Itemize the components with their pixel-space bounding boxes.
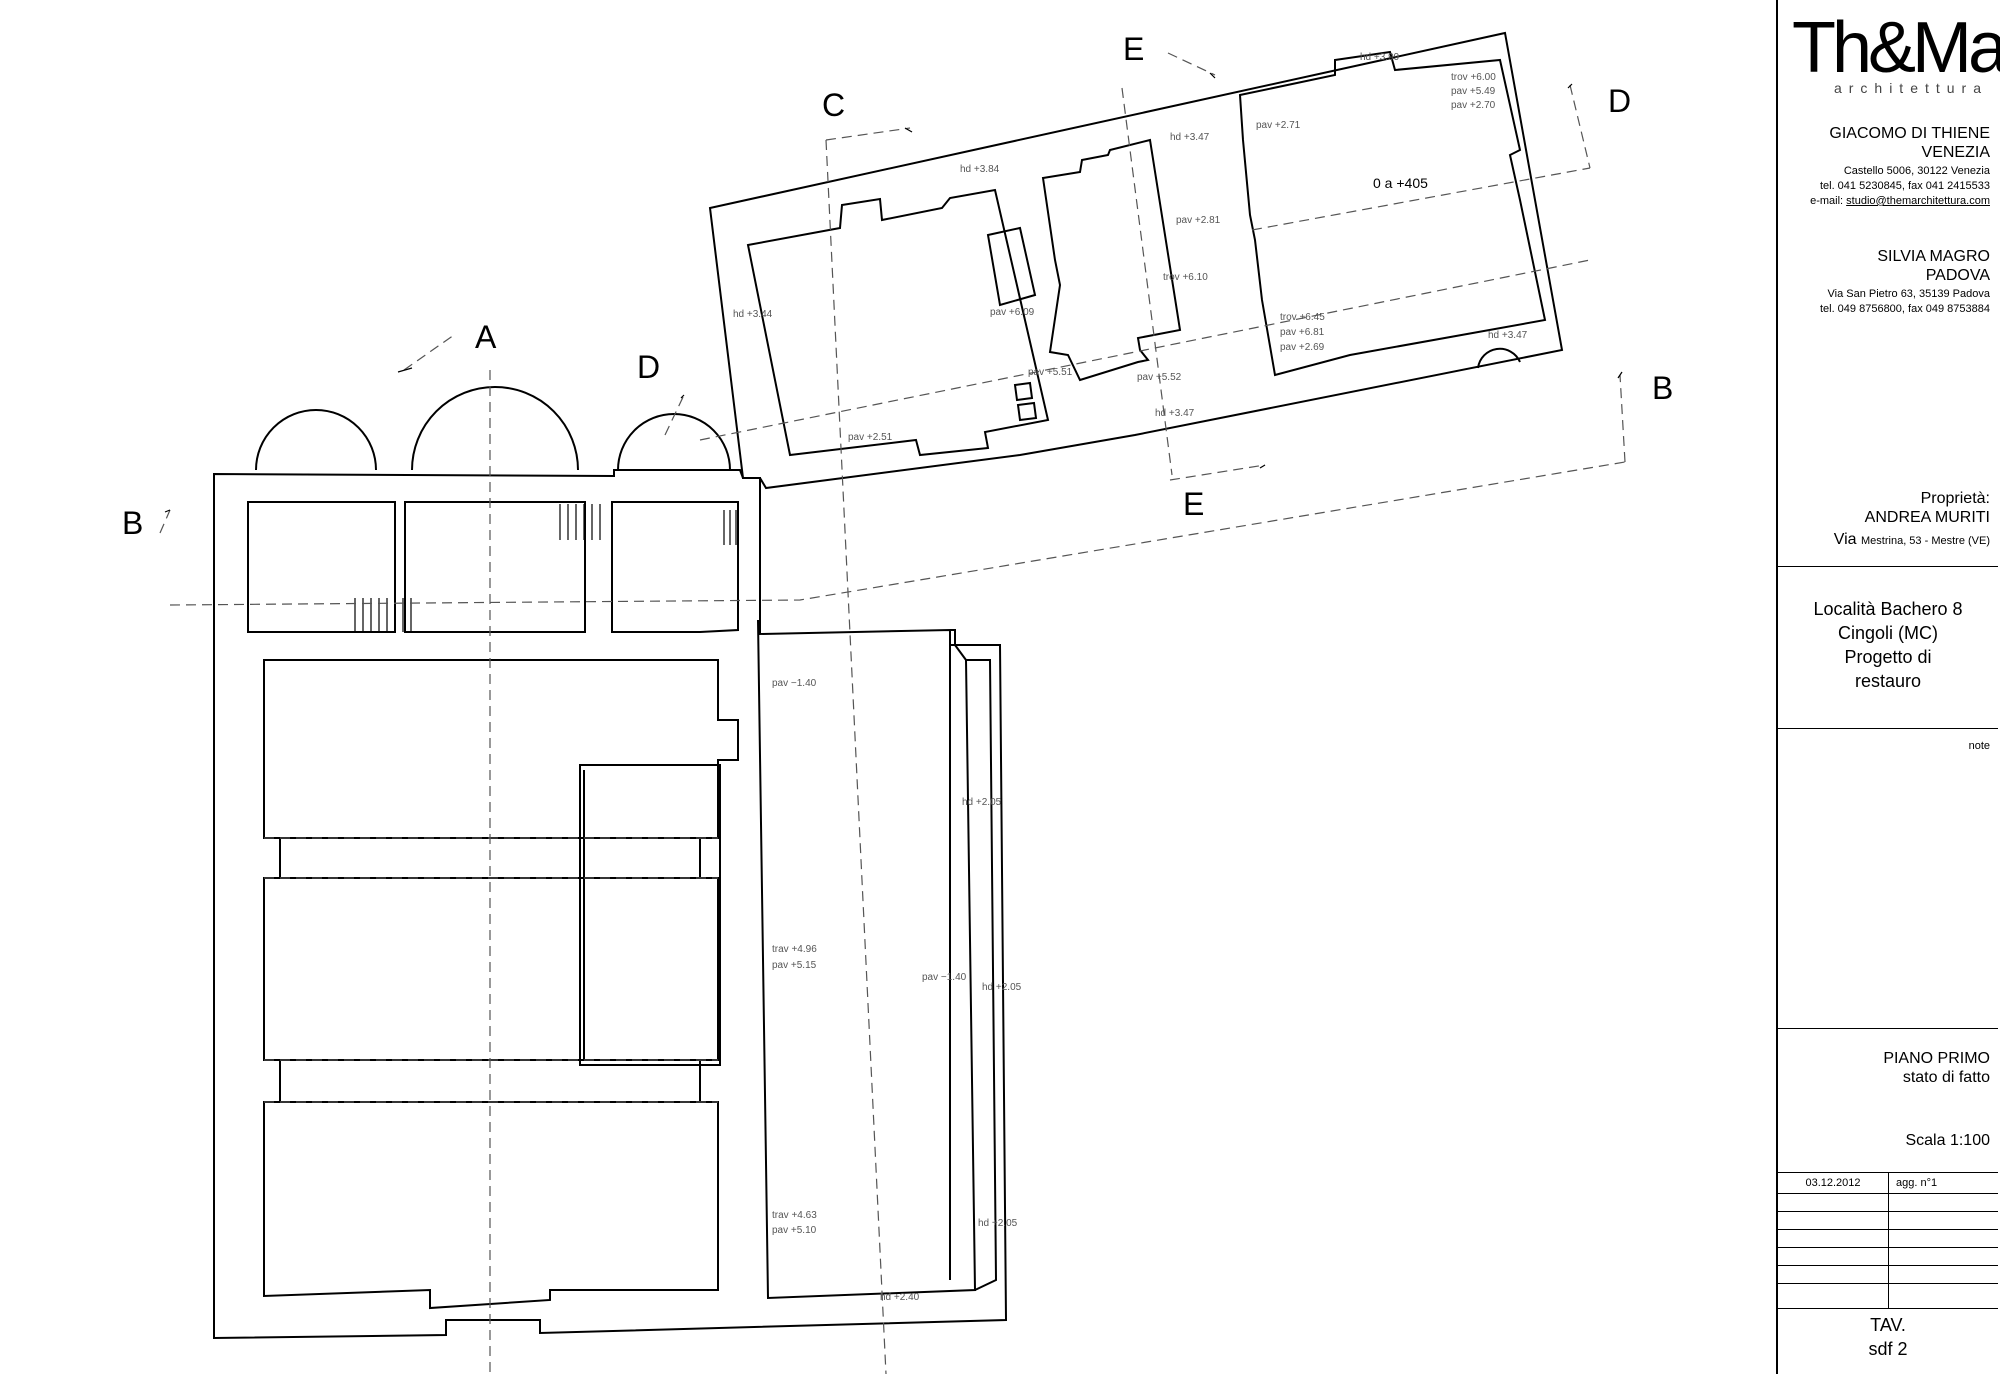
annex-room-3 [1238, 50, 1547, 377]
owner-name: ANDREA MURITI [1864, 509, 1990, 526]
project-section: Località Bachero 8 Cingoli (MC) Progetto… [1778, 566, 1998, 728]
architect-1-email-row: e-mail: studio@themarchitettura.com [1810, 194, 1990, 209]
sheet-section: TAV. sdf 2 [1778, 1308, 1998, 1374]
room-label: 0 a +405 [1373, 175, 1428, 191]
room-3 [611, 501, 739, 633]
section-mark-e-top: E [1123, 31, 1144, 67]
outer-wall-main [213, 469, 1008, 1340]
title-block: Th&Ma architettura GIACOMO DI THIENE VEN… [1776, 0, 2000, 1374]
project-line-2: Cingoli (MC) [1837, 623, 1938, 643]
drawing-title: PIANO PRIMO [1883, 1050, 1990, 1067]
elevation-label: pav +2.71 [1256, 120, 1301, 131]
elevation-label: hd +3.84 [960, 164, 1000, 175]
outer-wall-annex [708, 31, 1564, 490]
elevation-label: pav +5.51 [1028, 367, 1073, 378]
architect-1-name: GIACOMO DI THIENE [1829, 125, 1990, 142]
elevation-label: hd +3.99 [1360, 52, 1400, 63]
room-1 [247, 501, 396, 633]
elevation-label: trav +4.96 [772, 944, 817, 955]
drawing-subtitle: stato di fatto [1902, 1069, 1990, 1086]
notes-section: note [1778, 728, 1998, 1028]
owner-address-prefix: Via [1833, 531, 1857, 548]
elevation-label: pav −1.40 [922, 972, 967, 983]
architect-2-city: PADOVA [1925, 267, 1990, 284]
owner-label: Proprietà: [1920, 490, 1990, 507]
elevation-label: trov +6.45 [1280, 312, 1325, 323]
architect-2-phone: tel. 049 8756800, fax 049 8753884 [1819, 303, 1990, 315]
email-label: e-mail: [1810, 195, 1844, 207]
elevation-label: pav +6.81 [1280, 327, 1325, 338]
elevation-label: pav +5.10 [772, 1225, 817, 1236]
elevation-label: hd +2.05 [962, 797, 1002, 808]
elevation-label: hd +2.05 [982, 982, 1022, 993]
logo-mark: Th&Ma [1792, 8, 2000, 88]
architect-1-city: VENEZIA [1921, 144, 1990, 161]
architect-2-address: Via San Pietro 63, 35139 Padova [1827, 288, 1990, 300]
elevation-label: hd +3.47 [1170, 132, 1210, 143]
logo-subtitle: architettura [1833, 80, 1988, 96]
section-mark-b-left: B [122, 505, 143, 541]
sheet-number: sdf 2 [1868, 1339, 1908, 1359]
section-mark-d-left: D [637, 349, 660, 385]
revision-date: 03.12.2012 [1805, 1177, 1861, 1189]
elevation-label: pav +2.70 [1451, 100, 1496, 111]
elevation-label: hd +2.05 [978, 1218, 1018, 1229]
elevation-label: pav +2.51 [848, 432, 893, 443]
elevation-label: pav +2.81 [1176, 215, 1221, 226]
email-link[interactable]: studio@themarchitettura.com [1846, 195, 1990, 207]
elevation-label: pav −1.40 [772, 678, 817, 689]
architect-1-phone: tel. 041 5230845, fax 041 2415533 [1819, 180, 1990, 192]
notes-label: note [1968, 740, 1990, 752]
drawing-section: PIANO PRIMO stato di fatto Scala 1:100 [1778, 1028, 1998, 1172]
elevation-label: hd +3.47 [1488, 330, 1528, 341]
room-hall-3 [263, 1101, 719, 1310]
section-mark-d-right: D [1608, 83, 1631, 119]
floor-plan: A B B C D D E E 0 a +405 trov +6.00 pav … [122, 31, 1673, 1374]
elevation-label: trav +4.63 [772, 1210, 817, 1221]
elevation-label: hd +3.47 [1155, 408, 1195, 419]
revision-table: 03.12.2012 agg. n°1 [1778, 1172, 1998, 1308]
elevation-label: trov +6.00 [1451, 72, 1496, 83]
room-hall-1 [263, 659, 739, 839]
architect-2-name: SILVIA MAGRO [1877, 248, 1990, 265]
annex-room-2 [1041, 138, 1182, 382]
project-line-1: Località Bachero 8 [1813, 599, 1963, 619]
section-mark-a: A [475, 319, 497, 355]
elevation-label: pav +2.69 [1280, 342, 1325, 353]
elevation-label: hd +3.44 [733, 309, 773, 320]
elevation-label: hd +2.40 [880, 1292, 920, 1303]
section-mark-b-right: B [1652, 370, 1673, 406]
owner-address: Via Mestrina, 53 - Mestre (VE) [1834, 530, 1990, 549]
architect-1-address: Castello 5006, 30122 Venezia [1843, 165, 1990, 177]
section-mark-c: C [822, 87, 845, 123]
elevation-label: pav +5.49 [1451, 86, 1496, 97]
elevation-label: pav +5.52 [1137, 372, 1182, 383]
project-line-3: Progetto di [1844, 647, 1932, 667]
sheet-label: TAV. [1870, 1315, 1906, 1335]
elevation-label: pav +6.09 [990, 307, 1035, 318]
room-hall-2 [263, 877, 719, 1061]
room-corridor [757, 619, 977, 1300]
owner-address-text: Mestrina, 53 - Mestre (VE) [1861, 535, 1990, 547]
revision-label: agg. n°1 [1896, 1177, 1938, 1189]
elevation-label: pav +5.15 [772, 960, 817, 971]
annex-room-1 [746, 188, 1050, 457]
section-mark-e-bottom: E [1183, 486, 1204, 522]
drawing-scale: Scala 1:100 [1905, 1132, 1990, 1149]
project-line-4: restauro [1854, 671, 1922, 691]
elevation-label: trov +6.10 [1163, 272, 1208, 283]
room-2 [404, 501, 586, 633]
